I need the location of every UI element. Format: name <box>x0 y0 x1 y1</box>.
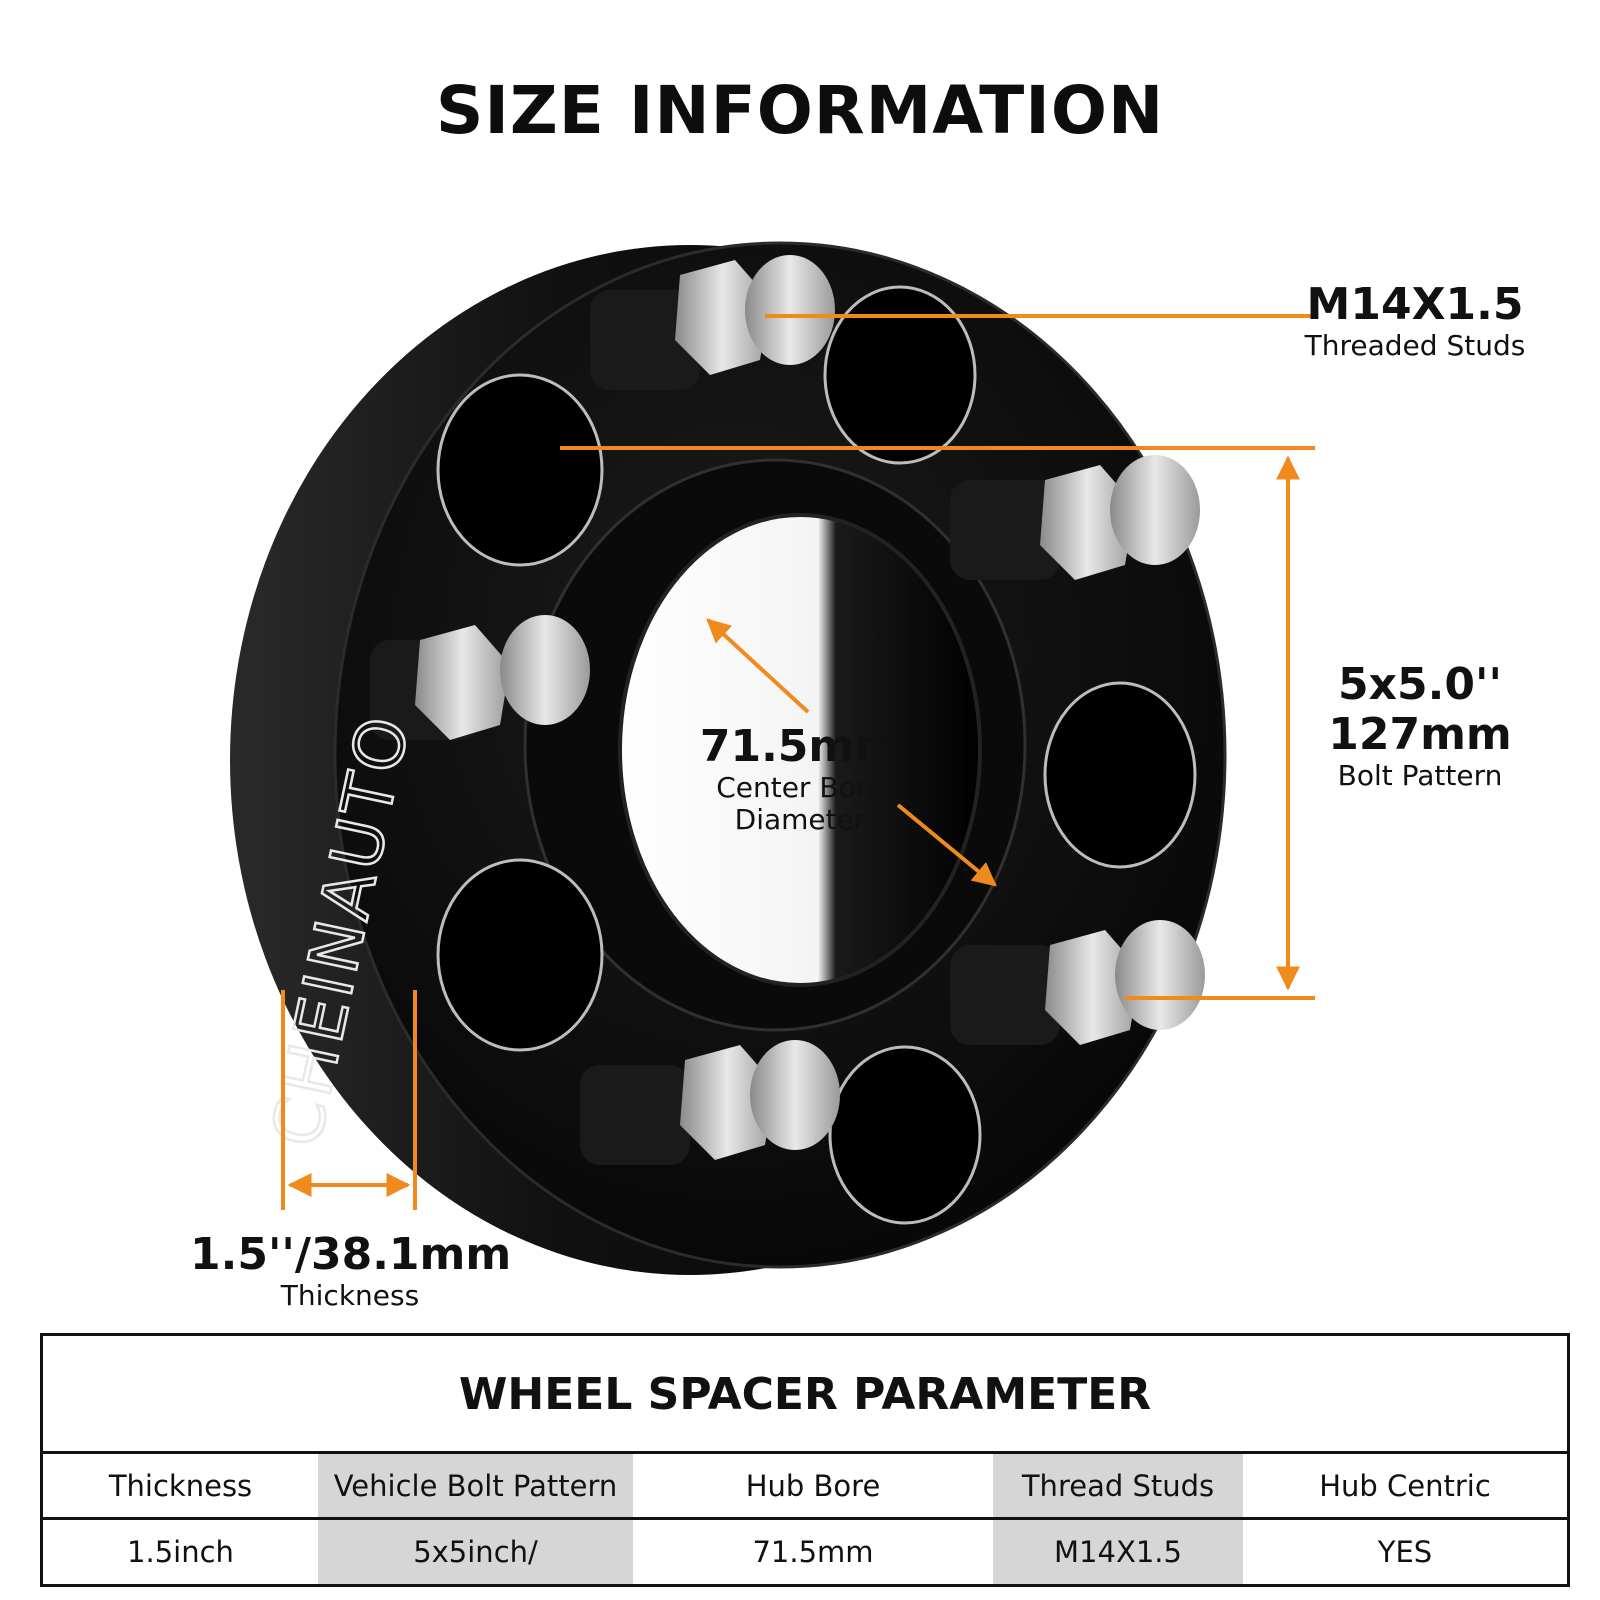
value-hub-centric: YES <box>1377 1535 1433 1569</box>
studs-label: Threaded Studs <box>1304 329 1526 362</box>
value-hub-bore: 71.5mm <box>752 1535 874 1569</box>
parameter-table-title: WHEEL SPACER PARAMETER <box>43 1336 1567 1454</box>
wheel-spacer-illustration: CHEINAUTO <box>230 241 1315 1275</box>
bolt-holes <box>436 285 1197 1225</box>
page-title: SIZE INFORMATION <box>435 72 1165 149</box>
header-hub-centric: Hub Centric <box>1319 1468 1491 1503</box>
thickness-callout: 1.5''/38.1mm Thickness <box>190 1229 512 1312</box>
stud-top <box>590 255 835 390</box>
table-row: 1.5inch 5x5inch/ 71.5mm M14X1.5 YES <box>43 1520 1567 1584</box>
parameter-table: WHEEL SPACER PARAMETER Thickness Vehicle… <box>40 1333 1570 1587</box>
thickness-label: Thickness <box>280 1279 420 1312</box>
value-thickness: 1.5inch <box>127 1535 234 1569</box>
studs-value: M14X1.5 <box>1306 279 1524 330</box>
value-thread-studs: M14X1.5 <box>993 1520 1243 1584</box>
table-header-row: Thickness Vehicle Bolt Pattern Hub Bore … <box>43 1454 1567 1520</box>
thickness-value: 1.5''/38.1mm <box>190 1229 512 1280</box>
dimension-lines <box>281 314 1315 1210</box>
threaded-studs <box>370 255 1205 1165</box>
bolt-pattern-label: Bolt Pattern <box>1337 759 1503 792</box>
studs-callout: M14X1.5 Threaded Studs <box>1290 280 1540 362</box>
center-bore-value: 71.5mm <box>699 721 901 772</box>
bolt-pattern-mm: 127mm <box>1328 709 1512 760</box>
header-hub-bore: Hub Bore <box>745 1468 881 1503</box>
value-bolt-pattern: 5x5inch/ <box>318 1520 633 1584</box>
stud-bottom <box>580 1040 840 1165</box>
stud-right-lower <box>950 920 1205 1045</box>
stud-right-upper <box>950 455 1200 580</box>
bolt-pattern-inch: 5x5.0'' <box>1338 659 1502 710</box>
center-bore-label-1: Center Bore <box>716 771 884 804</box>
bore-arrow-upper <box>706 618 810 714</box>
header-thickness: Thickness <box>108 1468 253 1503</box>
header-bolt-pattern: Vehicle Bolt Pattern <box>318 1454 633 1517</box>
header-thread-studs: Thread Studs <box>993 1454 1243 1517</box>
center-bore-label-2: Diameter <box>734 803 866 836</box>
center-bore-callout: 71.5mm Center Bore Diameter <box>680 722 920 836</box>
bore-arrow-lower <box>896 803 997 887</box>
stud-left <box>370 615 590 740</box>
bolt-pattern-callout: 5x5.0'' 127mm Bolt Pattern <box>1300 660 1540 792</box>
